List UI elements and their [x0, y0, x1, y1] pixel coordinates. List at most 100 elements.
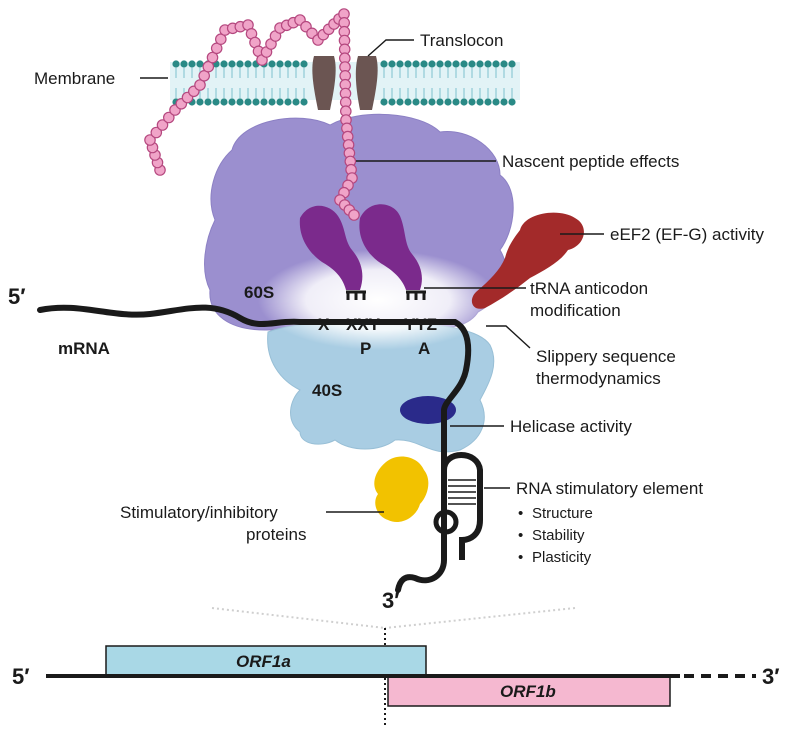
lipid-head [420, 60, 428, 68]
peptide-residue [150, 126, 163, 139]
lipid-head [196, 60, 204, 68]
lipid-head [196, 98, 204, 106]
lipid-head [268, 60, 276, 68]
lipid-head [276, 60, 284, 68]
lipid-head [412, 60, 420, 68]
codon-yyz: YYZ [404, 315, 437, 334]
slippery-leader [486, 325, 531, 349]
anticodon-a [406, 290, 426, 300]
lipid-head [220, 60, 228, 68]
lipid-head [204, 98, 212, 106]
trna-p-site [299, 205, 363, 290]
translocon [312, 56, 378, 110]
peptide-residue [163, 111, 175, 124]
lipid-head [468, 60, 476, 68]
bullet-plasticity: Plasticity [532, 549, 592, 566]
lipid-head [260, 98, 268, 106]
lipid-head [492, 60, 500, 68]
lipid-head [476, 98, 484, 106]
genome-schematic: ORF1a ORF1b 5′ 3′ [12, 607, 780, 728]
label-stim-1: Stimulatory/inhibitory [120, 503, 278, 522]
lipid-head [444, 60, 452, 68]
label-five-prime: 5′ [8, 284, 26, 309]
mrna-strand [37, 304, 472, 593]
lipid-head [428, 60, 436, 68]
lipid-head [508, 60, 516, 68]
label-trna-1: tRNA anticodon [530, 279, 648, 298]
label-slippery-1: Slippery sequence [536, 347, 676, 366]
bullet-dot: • [518, 527, 523, 544]
codon-x: X [318, 315, 330, 334]
label-nascent: Nascent peptide effects [502, 152, 679, 171]
lipid-head [500, 98, 508, 106]
lipid-head [172, 60, 180, 68]
trna-a-site [359, 204, 422, 290]
stimulatory-protein [374, 456, 429, 523]
lipid-head [436, 60, 444, 68]
nascent-peptide [144, 8, 360, 221]
zoom-guide-right [384, 607, 576, 629]
label-translocon: Translocon [420, 31, 503, 50]
lipid-head [428, 98, 436, 106]
bullet-dot: • [518, 505, 523, 522]
lipid-head [252, 98, 260, 106]
lipid-head [380, 98, 388, 106]
lipid-head [420, 98, 428, 106]
label-membrane: Membrane [34, 69, 115, 88]
lipid-head [228, 98, 236, 106]
lipid-head [396, 60, 404, 68]
lipid-head [292, 98, 300, 106]
lipid-head [460, 60, 468, 68]
lipid-head [444, 98, 452, 106]
lipid-head [396, 98, 404, 106]
lipid-head [244, 60, 252, 68]
site-p: P [360, 339, 371, 358]
peptide-residue [156, 119, 169, 131]
lipid-head [292, 60, 300, 68]
peptide-residue [144, 134, 156, 146]
genome-three-prime: 3′ [762, 664, 780, 689]
genome-five-prime: 5′ [12, 664, 30, 689]
bullet-structure: Structure [532, 505, 593, 522]
lipid-head [268, 98, 276, 106]
anticodon-p [346, 290, 366, 300]
lipid-head [476, 60, 484, 68]
label-slippery-2: thermodynamics [536, 369, 661, 388]
codon-xxy: XXY [346, 315, 381, 334]
site-a: A [418, 339, 430, 358]
label-helicase: Helicase activity [510, 417, 632, 436]
lipid-head [228, 60, 236, 68]
lipid-head [220, 98, 228, 106]
label-three-prime: 3′ [382, 588, 400, 613]
lipid-head [484, 98, 492, 106]
lipid-head [412, 98, 420, 106]
lipid-head [388, 98, 396, 106]
lipid-head [300, 98, 308, 106]
membrane-heads [172, 60, 516, 106]
lipid-head [452, 60, 460, 68]
lipid-head [244, 98, 252, 106]
rna-stem-loop [441, 452, 483, 560]
label-trna-2: modification [530, 301, 621, 320]
lipid-head [212, 98, 220, 106]
zoom-guide-left [211, 607, 386, 629]
label-40s: 40S [312, 381, 342, 400]
label-orf1a: ORF1a [236, 652, 291, 671]
lipid-head [508, 98, 516, 106]
stem-base-pairs [448, 479, 476, 505]
lipid-head [276, 98, 284, 106]
lipid-head [436, 98, 444, 106]
lipid-head [492, 98, 500, 106]
lipid-head [188, 60, 196, 68]
lipid-head [284, 60, 292, 68]
orf1a-box [105, 645, 427, 677]
lipid-head [236, 98, 244, 106]
lipid-head [404, 60, 412, 68]
lipid-head [452, 98, 460, 106]
lipid-head [500, 60, 508, 68]
label-stim-2: proteins [246, 525, 306, 544]
peptide-residue [348, 209, 360, 221]
lipid-head [300, 60, 308, 68]
eef2-factor [471, 212, 584, 309]
